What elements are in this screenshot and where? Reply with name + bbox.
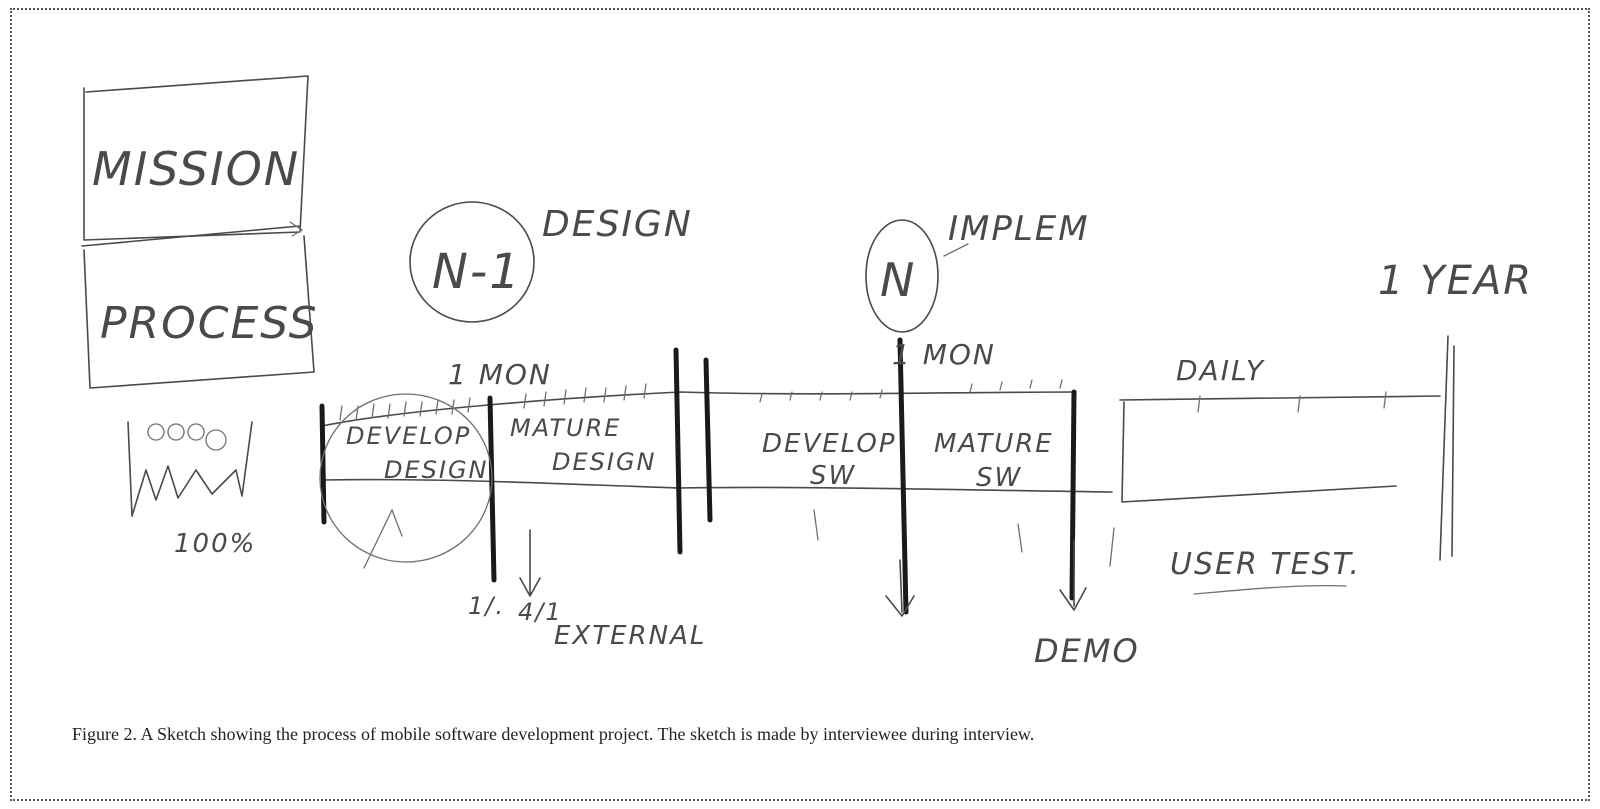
one-mon-label-a: 1 MON: [448, 358, 552, 391]
external-label: EXTERNAL: [554, 621, 706, 651]
one-year-label: 1 YEAR: [1378, 258, 1533, 304]
n-minus-1-label: N-1: [432, 244, 522, 300]
n-minus-1-circle: [409, 201, 535, 323]
mature-design-line2: DESIGN: [552, 448, 657, 476]
mature-sw-line1: MATURE: [934, 429, 1054, 459]
mission-process-boxes: [81, 75, 315, 389]
n-circle: [865, 219, 939, 333]
user-test-label: USER TEST.: [1170, 547, 1361, 582]
develop-sw-line2: SW: [810, 461, 856, 491]
design-label: DESIGN: [542, 204, 693, 245]
date-a-label: 1/.: [468, 592, 505, 620]
figure-caption: Figure 2. A Sketch showing the process o…: [72, 724, 1035, 744]
mission-label: MISSION: [92, 142, 300, 196]
figure-frame: [10, 8, 1590, 801]
develop-design-line1: DEVELOP: [346, 422, 471, 450]
implem-label: IMPLEM: [948, 209, 1090, 249]
develop-sw-line1: DEVELOP: [762, 429, 897, 459]
timeline-band: [319, 335, 1455, 617]
date-b-label: 4/1: [518, 598, 563, 626]
develop-design-line2: DESIGN: [384, 456, 489, 484]
one-mon-label-b: 1 MON: [892, 338, 996, 371]
n-label: N: [880, 253, 916, 307]
demo-label: DEMO: [1034, 632, 1140, 670]
percent-label: 100%: [174, 529, 256, 559]
process-label: PROCESS: [100, 298, 319, 349]
mature-sw-line2: SW: [976, 463, 1022, 493]
daily-label: DAILY: [1176, 354, 1265, 387]
crowd-doodle: [127, 421, 253, 517]
mature-design-line1: MATURE: [510, 414, 621, 442]
